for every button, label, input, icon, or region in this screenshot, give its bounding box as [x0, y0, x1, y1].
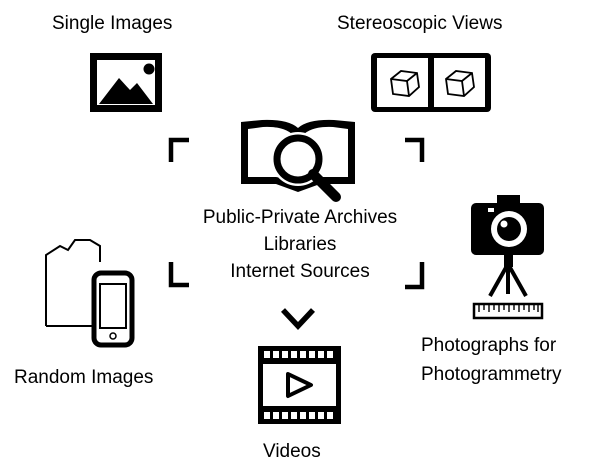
corner-brackets: [168, 137, 425, 290]
chevron-down-icon: [280, 308, 316, 331]
book-magnifier-icon: [241, 119, 355, 202]
picture-icon: [90, 53, 162, 112]
camera-tripod-icon: [471, 195, 544, 320]
archives-label: Public-Private Archives: [202, 207, 398, 228]
libraries-label: Libraries: [263, 234, 337, 255]
central-sources-text: Public-Private Archives Libraries Intern…: [150, 204, 450, 285]
random-images-label: Random Images: [14, 367, 154, 388]
stereoscopic-views-label: Stereoscopic Views: [337, 13, 503, 34]
photogrammetry-label-line1: Photographs for: [421, 335, 557, 356]
videos-label: Videos: [263, 441, 321, 462]
photogrammetry-label-line2: Photogrammetry: [421, 364, 562, 385]
video-film-icon: [258, 346, 341, 424]
internet-sources-label: Internet Sources: [230, 261, 370, 282]
building-phone-icon: [45, 239, 135, 348]
single-images-label: Single Images: [52, 13, 173, 34]
stereo-book-icon: [371, 53, 491, 112]
